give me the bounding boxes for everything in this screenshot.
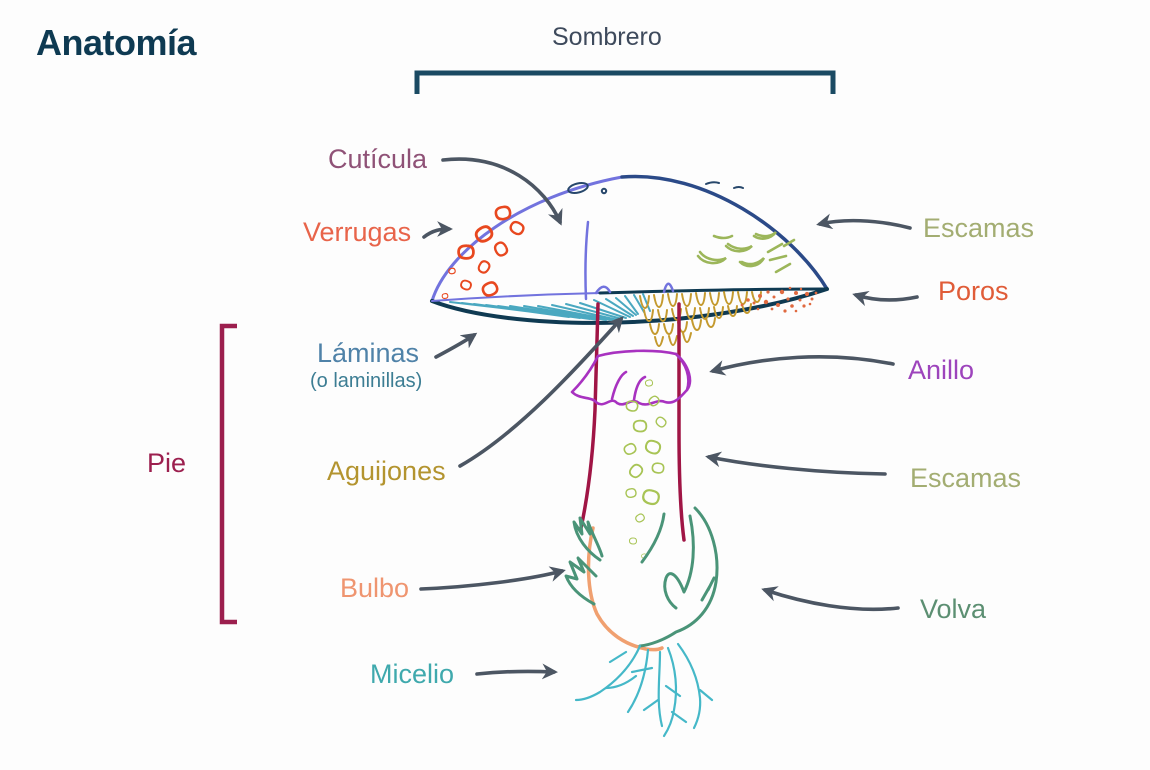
cap-edge-left	[430, 175, 624, 303]
escamas-cap-arrow	[816, 213, 912, 230]
spines	[639, 291, 762, 348]
cap-warts	[441, 205, 527, 299]
sombrero-label: Sombrero	[552, 23, 662, 51]
aguijones-arrow	[458, 316, 624, 468]
cuticula-label: Cutícula	[328, 144, 428, 174]
laminas-arrow	[434, 332, 478, 359]
anillo-label: Anillo	[908, 355, 975, 385]
cap-edge-right	[620, 174, 829, 291]
escamas-stem-arrow	[705, 451, 887, 476]
pie-bracket	[219, 323, 237, 625]
pores	[740, 286, 818, 313]
laminas-alt-label: (o laminillas)	[310, 370, 423, 392]
poros-arrow	[852, 290, 919, 307]
cuticle-line	[584, 220, 675, 301]
page-title: Anatomía	[36, 22, 197, 63]
cap-gill-line-right	[598, 287, 826, 295]
stem	[579, 302, 686, 542]
gills	[449, 293, 651, 321]
ring	[570, 349, 692, 406]
volva	[564, 506, 719, 648]
escamas-cap-label: Escamas	[923, 213, 1035, 243]
verrugas-arrow	[422, 221, 453, 239]
pie-label: Pie	[147, 448, 187, 478]
verrugas-label: Verrugas	[303, 217, 412, 247]
cap-gill-line-left	[431, 292, 601, 302]
bulbo-arrow	[419, 566, 566, 591]
mycelium	[574, 642, 714, 738]
volva-arrow	[761, 586, 900, 612]
micelio-arrow	[475, 663, 558, 680]
anillo-arrow	[709, 355, 895, 376]
cuticula-arrow	[441, 157, 563, 226]
cap-scales	[696, 231, 796, 274]
poros-label: Poros	[938, 276, 1009, 306]
cap-top-marks	[567, 181, 744, 195]
bulbo-label: Bulbo	[340, 573, 410, 603]
volva-label: Volva	[920, 594, 987, 624]
escamas-stem-label: Escamas	[910, 463, 1022, 493]
laminas-label: Láminas	[317, 338, 420, 368]
aguijones-label: Aguijones	[327, 456, 446, 486]
sombrero-bracket	[414, 70, 836, 94]
micelio-label: Micelio	[370, 659, 455, 689]
